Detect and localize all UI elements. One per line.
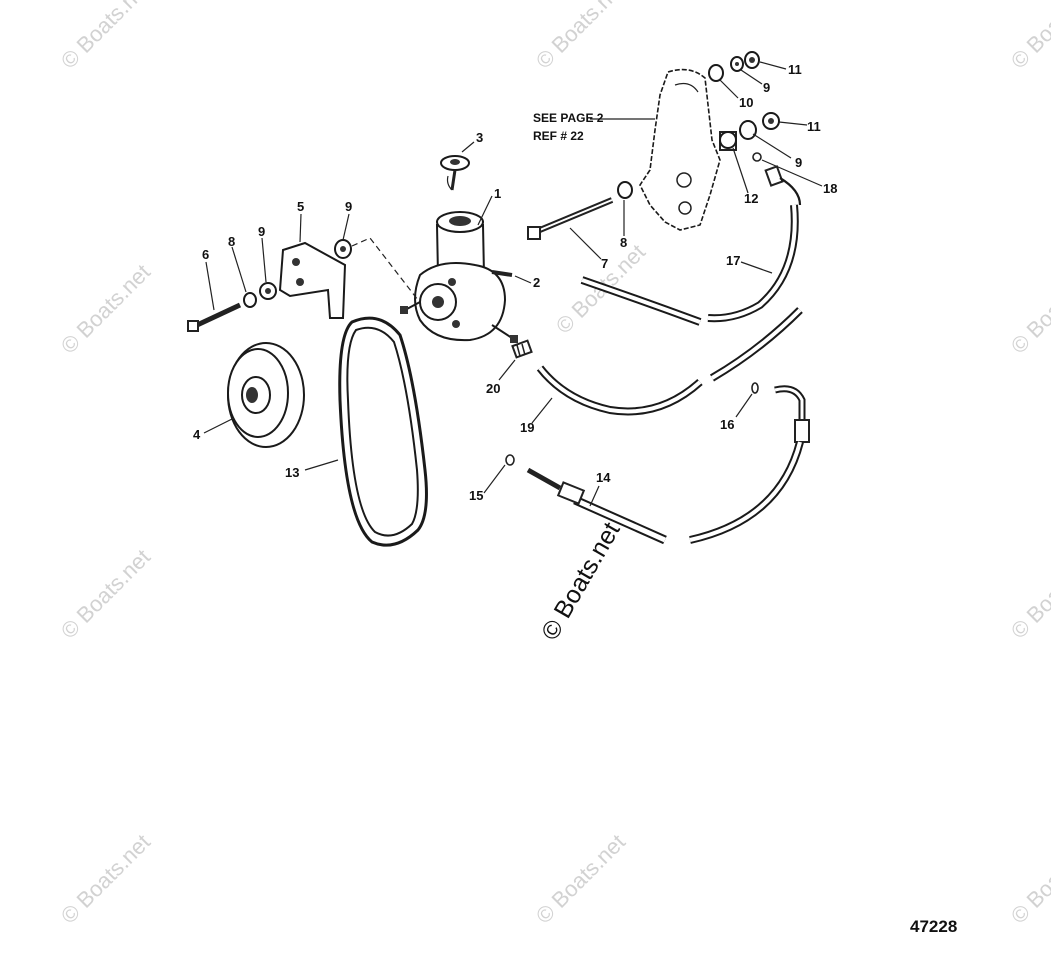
watermark: © Boats.net: [56, 544, 155, 643]
clamp-20: [511, 339, 533, 359]
reference-note: SEE PAGE 2 REF # 22: [533, 111, 604, 143]
washer-9-left: [259, 282, 277, 300]
bolt-6: [187, 302, 242, 332]
nut-11-top: [744, 51, 760, 69]
figure-number: 47228: [910, 917, 957, 936]
drive-belt: [338, 316, 428, 547]
watermark: © Boats.net: [56, 0, 155, 74]
washer-9-mid: [739, 120, 757, 140]
callout-11-mid: 11: [807, 119, 821, 134]
o-ring-15: [505, 454, 515, 466]
callout-15: 15: [469, 488, 483, 503]
callout-9-left: 9: [258, 224, 265, 239]
o-ring-18-top: [752, 152, 762, 162]
watermark-center: © Boats.net: [536, 518, 626, 645]
watermark: © Boats.net: [1006, 829, 1051, 928]
callout-9-mid: 9: [795, 155, 802, 170]
washer-10: [708, 64, 724, 82]
washer-9-upper: [334, 239, 352, 259]
callout-5: 5: [297, 199, 304, 214]
callout-3: 3: [476, 130, 483, 145]
hose-19: [536, 307, 803, 416]
reference-note-line1: SEE PAGE 2: [533, 111, 604, 125]
watermark: © Boats.net: [531, 829, 630, 928]
watermark: © Boats.net: [1006, 544, 1051, 643]
callout-19: 19: [520, 420, 534, 435]
callout-4: 4: [193, 427, 201, 442]
callout-8-left: 8: [228, 234, 235, 249]
callout-2: 2: [533, 275, 540, 290]
watermark: © Boats.net: [1006, 259, 1051, 358]
callout-1: 1: [494, 186, 501, 201]
nut-8-right: [617, 181, 633, 199]
callout-labels: 1 2 3 4 5 6 7 8 8 9 9 9 9 10 11 11 12 13…: [193, 62, 837, 503]
watermark: © Boats.net: [1006, 0, 1051, 74]
watermark: © Boats.net: [531, 0, 630, 74]
fitting-2: [491, 270, 513, 277]
hose-14: [526, 385, 810, 545]
leader-lines: [203, 61, 823, 507]
callout-18-top: 18: [823, 181, 837, 196]
callout-16: 16: [720, 417, 734, 432]
pulley: [227, 342, 305, 448]
callout-20: 20: [486, 381, 500, 396]
callout-13: 13: [285, 465, 299, 480]
mounting-bracket: [639, 68, 721, 231]
nut-8-left: [243, 292, 257, 308]
callout-10: 10: [739, 95, 753, 110]
callout-8-right: 8: [620, 235, 627, 250]
callout-6: 6: [202, 247, 209, 262]
reference-note-line2: REF # 22: [533, 129, 584, 143]
o-ring-16: [751, 382, 759, 394]
assembly-line: [351, 237, 419, 301]
watermark: © Boats.net: [56, 259, 155, 358]
callout-17: 17: [726, 253, 740, 268]
washer-9-top: [730, 56, 744, 72]
power-steering-pump: [400, 211, 518, 343]
reservoir-cap: [440, 155, 470, 191]
callout-7: 7: [601, 256, 608, 271]
spacer-12: [719, 131, 737, 151]
callout-14: 14: [596, 470, 611, 485]
hose-17: [580, 165, 802, 326]
bracket-5: [278, 241, 347, 319]
nut-11-mid: [762, 112, 780, 130]
callout-12: 12: [744, 191, 758, 206]
bolt-7: [527, 197, 614, 240]
callout-9-upper: 9: [345, 199, 352, 214]
callout-9-top: 9: [763, 80, 770, 95]
callout-11-top: 11: [788, 62, 802, 77]
watermark: © Boats.net: [56, 829, 155, 928]
